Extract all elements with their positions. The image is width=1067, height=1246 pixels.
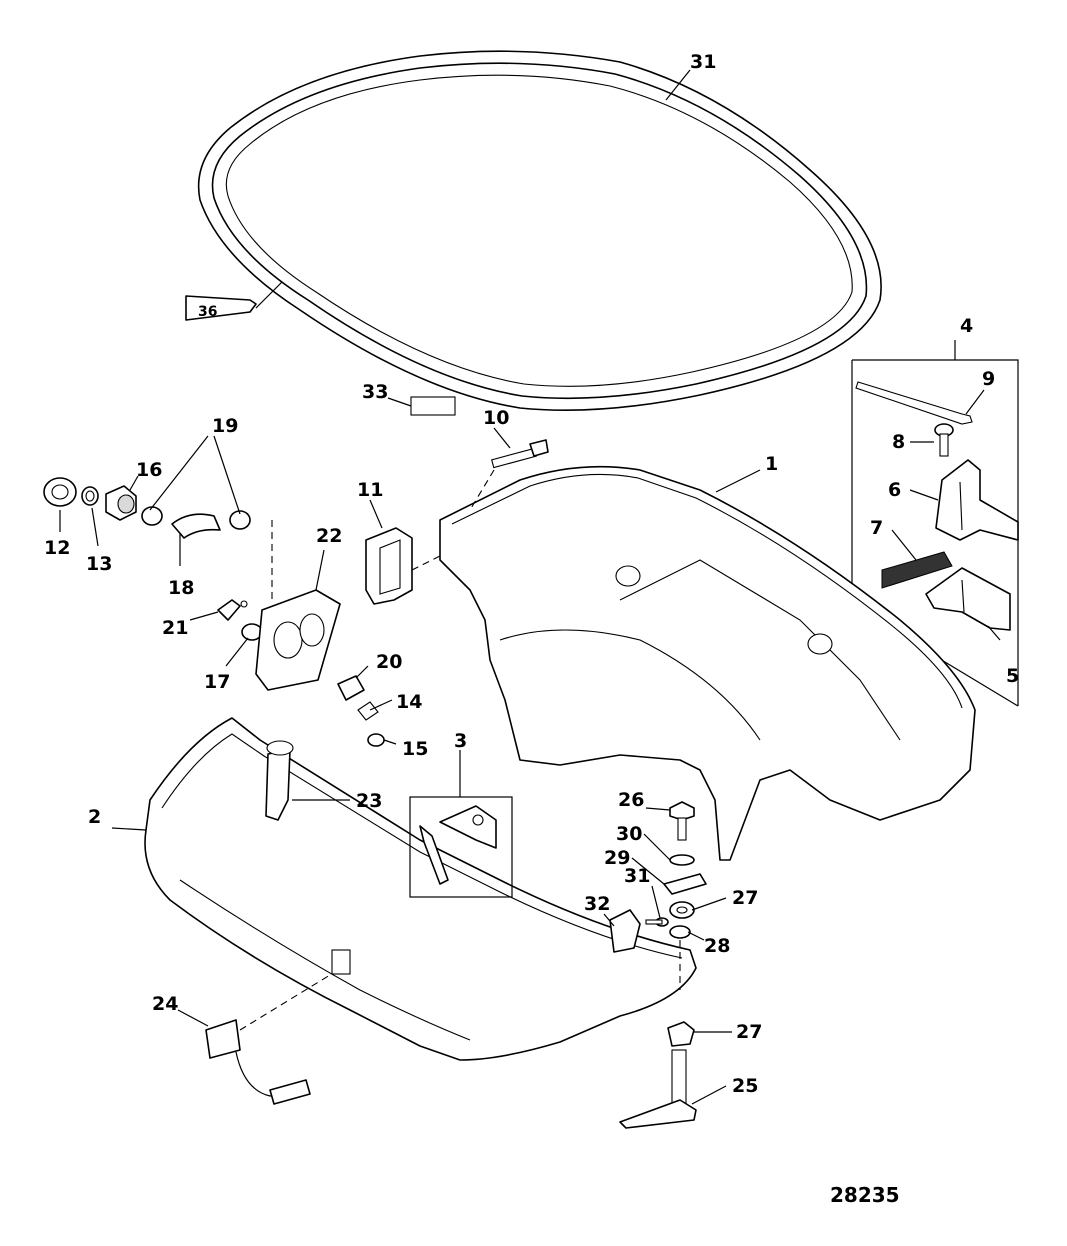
callout-5: 5: [1006, 665, 1019, 687]
part-16-fitting: [105, 485, 137, 521]
callout-18: 18: [168, 577, 194, 599]
part-9-tie-strap: [855, 381, 973, 425]
callout-13: 13: [86, 553, 112, 575]
part-10-bolt: [491, 439, 549, 469]
part-7-pad: [881, 551, 953, 589]
part-20-fitting: [337, 675, 365, 701]
part-28-o-ring: [669, 925, 691, 939]
part-22-grommet-housing: [255, 589, 341, 691]
part-13-washer: [81, 486, 99, 506]
part-19-clamp-right: [229, 510, 251, 530]
part-23-tube: [265, 740, 294, 821]
leader-lines: [59, 69, 1001, 1105]
callout-3: 3: [454, 730, 467, 752]
part-5-channel: [925, 567, 1011, 631]
callout-12: 12: [44, 537, 70, 559]
callout-27-upper: 27: [732, 887, 758, 909]
part-30-washer: [669, 854, 695, 866]
callout-11: 11: [357, 479, 383, 501]
callout-8: 8: [892, 431, 905, 453]
part-34-decal: [410, 396, 456, 416]
callout-4: 4: [960, 315, 973, 337]
part-1-upper-cowl: [439, 465, 976, 861]
callout-2: 2: [88, 806, 101, 828]
callout-33: 32: [584, 893, 610, 915]
part-8-screw: [934, 423, 954, 457]
callout-23: 23: [356, 790, 382, 812]
part-2-lower-cowl: [144, 717, 697, 1061]
callout-6: 6: [888, 479, 901, 501]
part-3-kit-box: [409, 750, 513, 898]
callout-20: 20: [376, 651, 402, 673]
assembly-line-latch: [411, 555, 441, 571]
callout-32: 31: [624, 865, 650, 887]
callout-36: 36: [198, 304, 217, 320]
part-27-grommet-upper: [669, 901, 695, 919]
callout-1: 1: [765, 453, 778, 475]
callout-10: 10: [483, 407, 509, 429]
callout-21: 21: [162, 617, 188, 639]
callout-16: 16: [136, 459, 162, 481]
assembly-line-switch: [239, 974, 331, 1031]
callout-22: 22: [316, 525, 342, 547]
part-14-clip: [357, 701, 379, 721]
figure-number: 28235: [830, 1183, 900, 1207]
callout-9: 9: [982, 368, 995, 390]
callout-29: 29: [604, 847, 630, 869]
part-19-clamp-left: [141, 506, 163, 526]
callout-labels: 31 1 2 3 4 5 6 7 8 9 10 11 12 13 14 15 1…: [44, 51, 1019, 1097]
part-6-bracket: [935, 459, 1019, 541]
assembly-line-bolt: [469, 469, 495, 511]
part-18-hose: [171, 513, 221, 539]
callout-7: 7: [870, 517, 883, 539]
part-27-grommet-lower: [667, 1021, 695, 1047]
callout-26: 26: [618, 789, 644, 811]
callout-30: 30: [616, 823, 642, 845]
callout-15: 15: [402, 738, 428, 760]
part-11-latch: [365, 527, 413, 605]
part-15-o-ring: [367, 733, 385, 747]
callout-19: 19: [212, 415, 238, 437]
part-24-switch: [205, 1019, 311, 1105]
callout-24: 24: [152, 993, 178, 1015]
part-33-clip: [609, 909, 641, 953]
part-26-bolt: [669, 801, 695, 841]
callout-28: 28: [704, 935, 730, 957]
callout-34: 33: [362, 381, 388, 403]
part-32-screw: [645, 917, 669, 927]
part-29-plate: [663, 873, 707, 895]
part-12-nut: [43, 477, 77, 507]
part-36-sealant-tube: [185, 281, 283, 321]
callout-25: 25: [732, 1075, 758, 1097]
part-21-plate: [217, 599, 248, 621]
part-31-seal: [197, 50, 882, 412]
callout-17: 17: [204, 671, 230, 693]
callout-14: 14: [396, 691, 422, 713]
callout-27-lower: 27: [736, 1021, 762, 1043]
part-25-lever: [619, 1049, 697, 1129]
callout-31: 31: [690, 51, 716, 73]
